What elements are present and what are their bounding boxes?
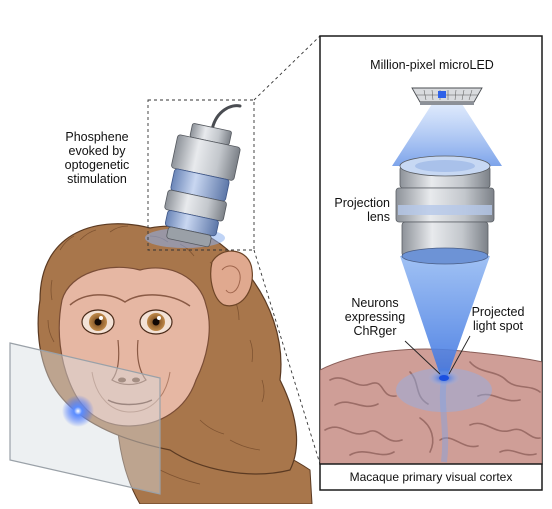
microled-label: Million-pixel microLED bbox=[370, 58, 494, 72]
projection-lens-label-line: lens bbox=[367, 210, 390, 224]
light-beam bbox=[400, 256, 490, 378]
leader-lines bbox=[404, 335, 471, 375]
projection-lens-label-line: Projection bbox=[334, 196, 390, 210]
phosphene-label-line: optogenetic bbox=[64, 158, 130, 172]
projected-spot bbox=[439, 375, 449, 381]
neurons-label-line: Neurons bbox=[351, 296, 399, 310]
neurons-label-line: ChRger bbox=[353, 324, 397, 338]
projection-lens-label: Projection lens bbox=[322, 196, 390, 224]
brain-cortex-illustration bbox=[320, 348, 542, 464]
projection-lens-icon bbox=[395, 155, 495, 265]
projected-spot-label-line: Projected bbox=[471, 305, 525, 319]
headmount-device-icon bbox=[164, 104, 242, 248]
neurons-label-line: expressing bbox=[344, 310, 406, 324]
phosphene-label-line: Phosphene bbox=[65, 130, 129, 144]
projected-spot-label-line: light spot bbox=[472, 319, 524, 333]
phosphene-glow-icon bbox=[62, 395, 94, 427]
light-beam-upper bbox=[392, 104, 502, 166]
cortex-caption: Macaque primary visual cortex bbox=[349, 470, 513, 484]
neurons-label: Neurons expressing ChRger bbox=[336, 296, 414, 338]
phosphene-label-line: stimulation bbox=[67, 172, 127, 186]
microled-chip-icon bbox=[411, 87, 483, 105]
monkey-illustration bbox=[37, 223, 313, 505]
projected-spot-label: Projected light spot bbox=[456, 305, 540, 333]
phosphene-label: Phosphene evoked by optogenetic stimulat… bbox=[34, 130, 160, 186]
phosphene-label-line: evoked by bbox=[68, 144, 126, 158]
inset-indicator bbox=[147, 35, 321, 465]
inset-panel bbox=[319, 35, 543, 491]
visual-screen bbox=[9, 342, 161, 495]
